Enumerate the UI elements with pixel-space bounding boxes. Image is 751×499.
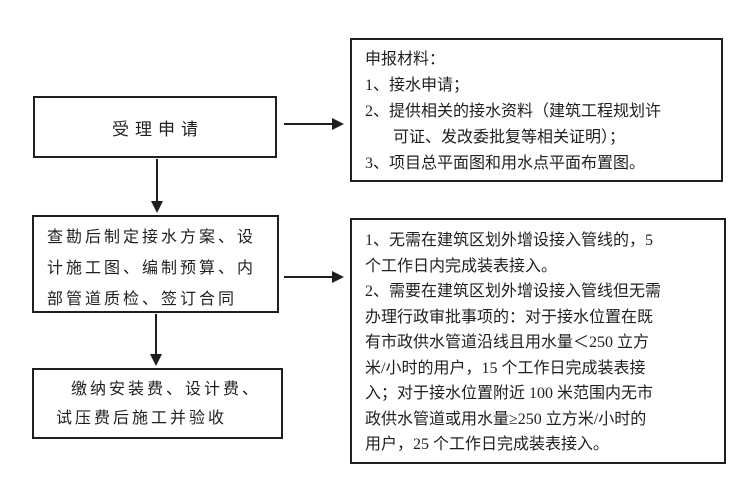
node-accept-application: 受理申请 [33,96,277,158]
arrowhead-right-icon [332,118,344,130]
node-pay-fees-construct-accept: 缴纳安装费、设计费、 试压费后施工并验收 [32,368,283,439]
note-application-materials-text: 申报材料： 1、接水申请； 2、提供相关的接水资料（建筑工程规划许 可证、发改委… [365,51,662,172]
arrow-shaft [155,314,157,354]
node-survey-design-contract: 查勘后制定接水方案、设 计施工图、编制预算、内 部管道质检、签订合同 [32,215,279,313]
arrow-accept-to-survey [151,159,163,213]
node-survey-design-contract-label: 查勘后制定接水方案、设 计施工图、编制预算、内 部管道质检、签订合同 [47,229,257,308]
note-application-materials: 申报材料： 1、接水申请； 2、提供相关的接水资料（建筑工程规划许 可证、发改委… [350,38,723,182]
note-connection-timelines-text: 1、无需在建筑区划外增设接入管线的，5 个工作日内完成装表接入。 2、需要在建筑… [365,232,662,453]
arrowhead-down-icon [150,354,162,366]
arrow-shaft [284,123,332,125]
node-accept-application-label: 受理申请 [112,119,204,139]
arrow-shaft [284,276,332,278]
node-pay-fees-construct-accept-label: 缴纳安装费、设计费、 试压费后施工并验收 [56,381,262,427]
arrowhead-right-icon [332,271,344,283]
arrow-survey-to-payment [150,314,162,366]
arrowhead-down-icon [151,201,163,213]
arrow-accept-to-materials [284,118,344,130]
arrow-shaft [156,159,158,201]
arrow-survey-to-timeline [284,271,344,283]
note-connection-timelines: 1、无需在建筑区划外增设接入管线的，5 个工作日内完成装表接入。 2、需要在建筑… [350,218,726,464]
